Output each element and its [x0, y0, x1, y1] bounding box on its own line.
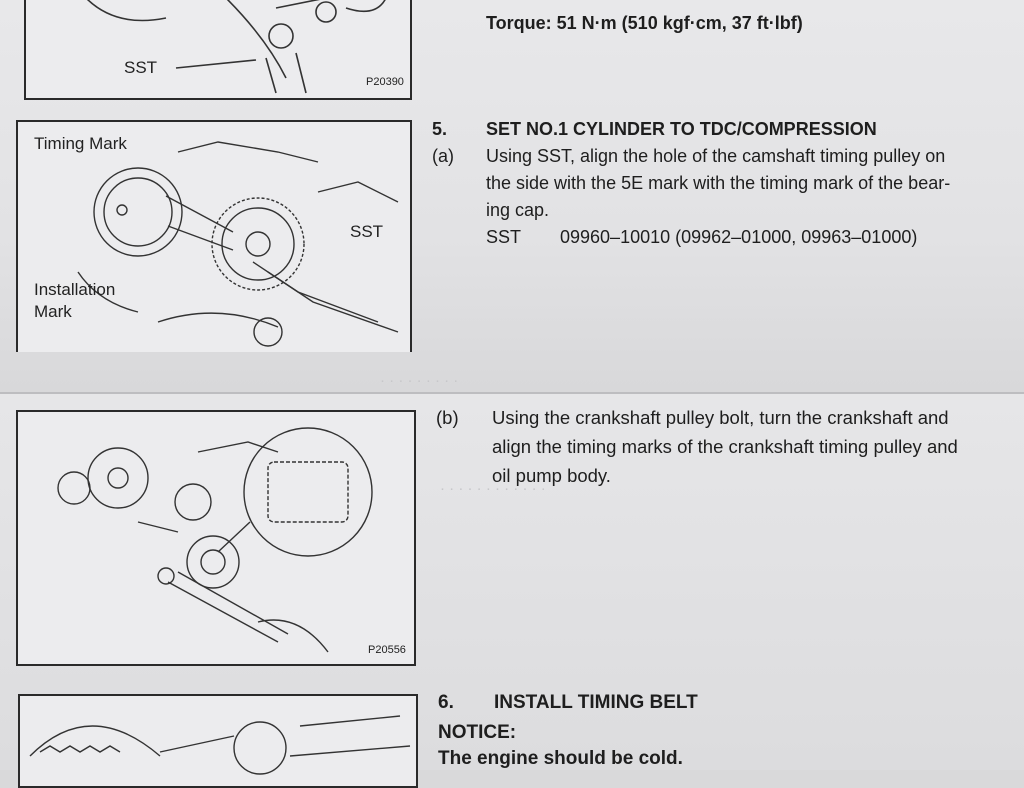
figure-top-drawing [87, 0, 386, 94]
figure-top: SST P20390 [24, 0, 412, 100]
instruction-line: Using the crankshaft pulley bolt, turn t… [492, 407, 949, 428]
callout-sst-top: SST [124, 58, 158, 77]
instruction-line: oil pump body. [492, 465, 611, 486]
step-title: INSTALL TIMING BELT [494, 692, 698, 713]
bleed-text: · · · · · · · · · · · · [440, 480, 546, 497]
sst-part-numbers: 09960–10010 (09962–01000, 09963–01000) [560, 227, 918, 247]
callout-sst: SST [350, 222, 384, 241]
figure-step5: Timing Mark SST Installation Mark [16, 120, 412, 352]
substep-label: (b) [436, 407, 459, 428]
figure-step5b-drawing [57, 427, 373, 653]
torque-spec: Torque: 51 N·m (510 kgf·cm, 37 ft·lbf) [486, 13, 803, 33]
substep-label: (a) [432, 146, 454, 166]
bleed-text: · · · · · · · · · [380, 372, 459, 389]
sst-label: SST [486, 227, 522, 247]
instruction-line: Using SST, align the hole of the camshaf… [486, 146, 946, 166]
notice-label: NOTICE: [438, 722, 517, 743]
instruction-line: align the timing marks of the crankshaft… [492, 436, 958, 457]
instruction-line: the side with the 5E mark with the timin… [486, 173, 951, 193]
notice-text: The engine should be cold. [438, 748, 683, 769]
callout-mark: Mark [34, 302, 72, 321]
instruction-line: ing cap. [486, 200, 550, 220]
figure-step6-drawing [29, 715, 411, 775]
figure-step5-drawing [77, 141, 399, 347]
step-number: 5. [432, 119, 448, 139]
figure-step5b: P20556 [16, 410, 416, 666]
callout-installation: Installation [34, 280, 116, 299]
callout-timing-mark: Timing Mark [34, 134, 127, 153]
figure-step6 [18, 694, 418, 788]
step-title: SET NO.1 CYLINDER TO TDC/COMPRESSION [486, 119, 877, 139]
step-number: 6. [438, 692, 454, 713]
figure-code: P20556 [368, 644, 406, 656]
figure-code: P20390 [366, 76, 404, 88]
